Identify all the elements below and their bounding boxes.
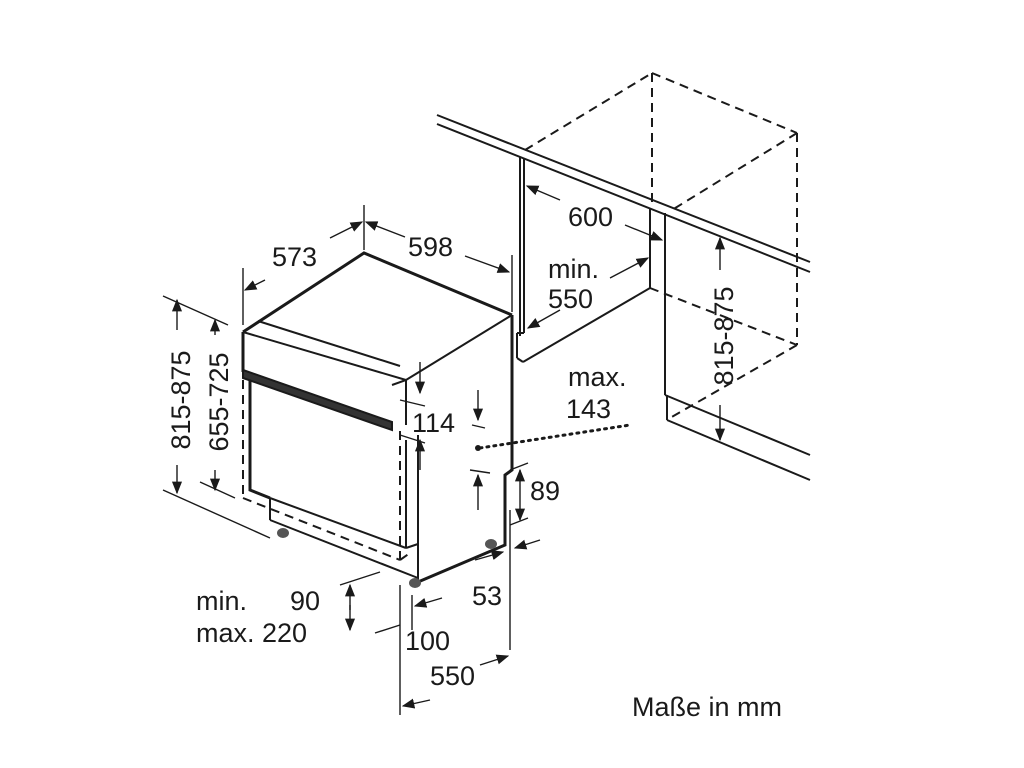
label-plinth-max: max. 220	[196, 618, 307, 648]
label-height-total: 815-875	[166, 350, 196, 449]
label-plinth-cut: 89	[530, 476, 560, 506]
label-niche-width: 600	[568, 202, 613, 232]
label-foot-offset: 143	[566, 394, 611, 424]
label-width: 598	[408, 232, 453, 262]
label-depth: 573	[272, 242, 317, 272]
foot-icon	[485, 539, 497, 549]
label-base-depth: 550	[430, 661, 475, 691]
label-plinth-min: min.	[196, 586, 247, 616]
foot-icon	[277, 528, 289, 538]
label-foot-front: 100	[405, 626, 450, 656]
label-niche-height: 815-875	[709, 286, 739, 385]
label-plinth-min-value: 90	[290, 586, 320, 616]
units-note: Maße in mm	[632, 692, 782, 722]
label-panel-height: 114	[412, 408, 455, 438]
label-foot-max: max.	[568, 362, 627, 392]
installation-niche	[436, 72, 811, 481]
label-height-door: 655-725	[204, 352, 234, 451]
label-niche-depth-min: min.	[548, 254, 599, 284]
label-plinth-depth: 53	[472, 581, 502, 611]
dishwasher-body	[241, 251, 514, 588]
dimension-lines	[162, 185, 726, 715]
foot-icon	[409, 578, 421, 588]
label-niche-depth: 550	[548, 284, 593, 314]
